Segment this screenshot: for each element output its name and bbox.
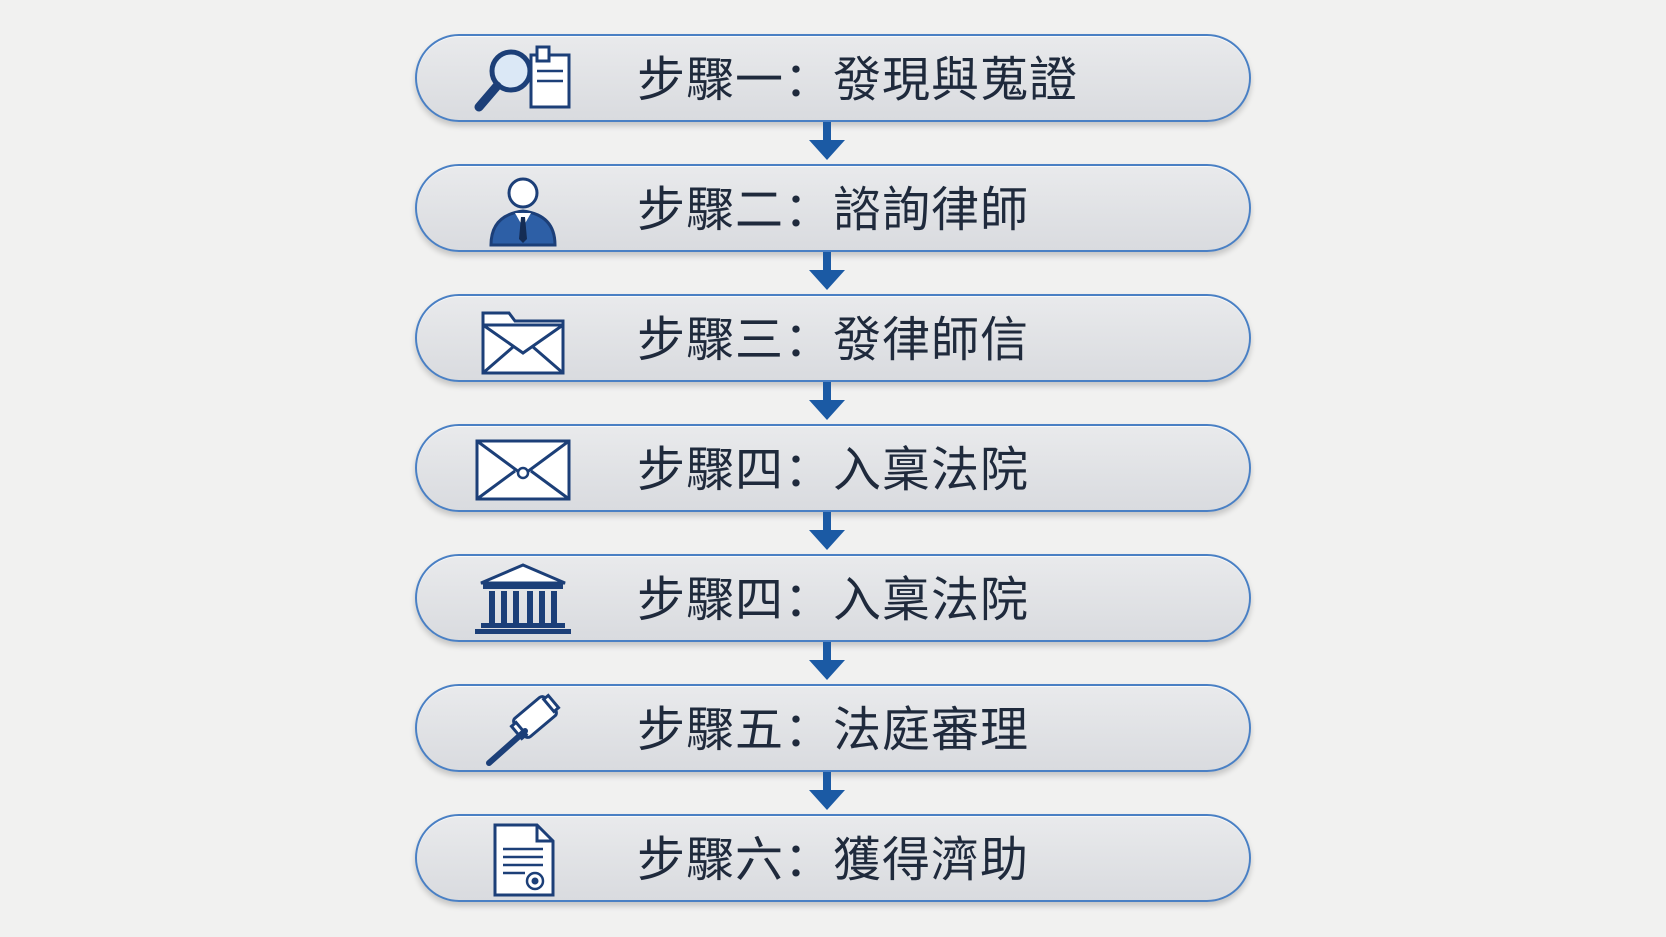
envelope-icon [473,433,573,507]
step-6-box: 步驟五：法庭審理 [415,684,1251,772]
step-6-label: 步驟五：法庭審理 [637,702,1030,758]
step-3-box: 步驟三：發律師信 [415,294,1251,382]
step-2-box: 步驟二：諮詢律師 [415,164,1251,252]
step-4-label: 步驟四：入稟法院 [637,442,1030,498]
down-arrow-3 [809,382,845,420]
step-7-box: 步驟六：獲得濟助 [415,814,1251,902]
magnifier-document-icon [473,43,573,117]
step-7-label: 步驟六：獲得濟助 [637,832,1030,888]
down-arrow-2 [809,252,845,290]
down-arrow-5 [809,642,845,680]
gavel-icon [473,693,573,767]
lawyer-person-icon [473,173,573,247]
step-5-label: 步驟四：入稟法院 [637,572,1030,628]
step-1-box: 步驟一：發現與蒐證 [415,34,1251,122]
step-4-box: 步驟四：入稟法院 [415,424,1251,512]
step-3-label: 步驟三：發律師信 [637,312,1030,368]
down-arrow-4 [809,512,845,550]
step-1-label: 步驟一：發現與蒐證 [637,52,1079,108]
certificate-document-icon [473,823,573,897]
down-arrow-6 [809,772,845,810]
step-2-label: 步驟二：諮詢律師 [637,182,1030,238]
down-arrow-1 [809,122,845,160]
courthouse-icon [473,563,573,637]
folder-envelope-icon [473,303,573,377]
step-5-box: 步驟四：入稟法院 [415,554,1251,642]
